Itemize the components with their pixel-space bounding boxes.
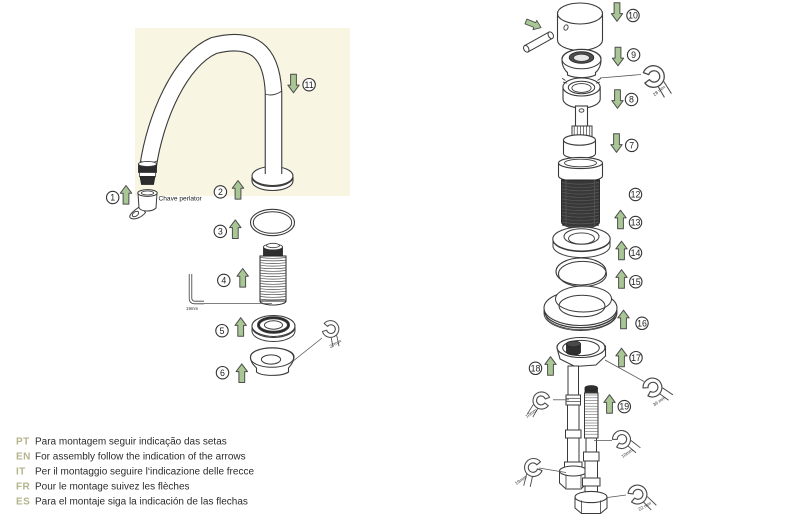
svg-text:Pour le montage suivez les flè: Pour le montage suivez les flèches (35, 481, 190, 492)
svg-text:14: 14 (631, 248, 641, 258)
svg-text:16: 16 (637, 318, 647, 328)
svg-text:EN: EN (16, 451, 31, 462)
svg-text:12: 12 (631, 190, 641, 200)
svg-text:18: 18 (531, 363, 541, 373)
svg-text:ES: ES (16, 496, 30, 507)
svg-text:2: 2 (218, 187, 223, 197)
svg-text:5: 5 (220, 326, 225, 336)
svg-text:4: 4 (221, 276, 226, 286)
svg-text:PT: PT (16, 436, 30, 447)
svg-text:8: 8 (629, 95, 634, 105)
svg-text:Per il montaggio seguire l‘ind: Per il montaggio seguire l‘indicazione d… (35, 466, 254, 477)
svg-text:22 mm: 22 mm (637, 500, 652, 511)
svg-text:19mm: 19mm (514, 474, 527, 486)
svg-text:27mm: 27mm (328, 338, 342, 349)
svg-text:9: 9 (631, 50, 636, 60)
svg-text:FR: FR (16, 481, 31, 492)
svg-text:IT: IT (16, 466, 26, 477)
svg-text:For assembly follow the indica: For assembly follow the indication of th… (35, 451, 246, 462)
svg-text:19: 19 (619, 402, 629, 412)
svg-text:15: 15 (631, 277, 641, 287)
svg-text:17: 17 (631, 353, 641, 363)
svg-text:Para el montaje siga la indica: Para el montaje siga la indicación de la… (35, 496, 248, 507)
svg-text:10mm: 10mm (524, 407, 537, 419)
svg-text:1: 1 (110, 193, 115, 203)
svg-text:7: 7 (629, 141, 634, 151)
svg-text:10: 10 (628, 11, 638, 21)
svg-text:19mm: 19mm (186, 306, 199, 311)
svg-text:11: 11 (305, 80, 314, 90)
svg-text:Chave perlator: Chave perlator (159, 196, 203, 203)
svg-text:3: 3 (218, 227, 223, 237)
svg-text:10mm: 10mm (620, 447, 633, 459)
svg-text:13: 13 (631, 218, 641, 228)
svg-text:Para montagem seguir indicação: Para montagem seguir indicação das setas (35, 436, 227, 447)
svg-text:6: 6 (220, 368, 225, 378)
